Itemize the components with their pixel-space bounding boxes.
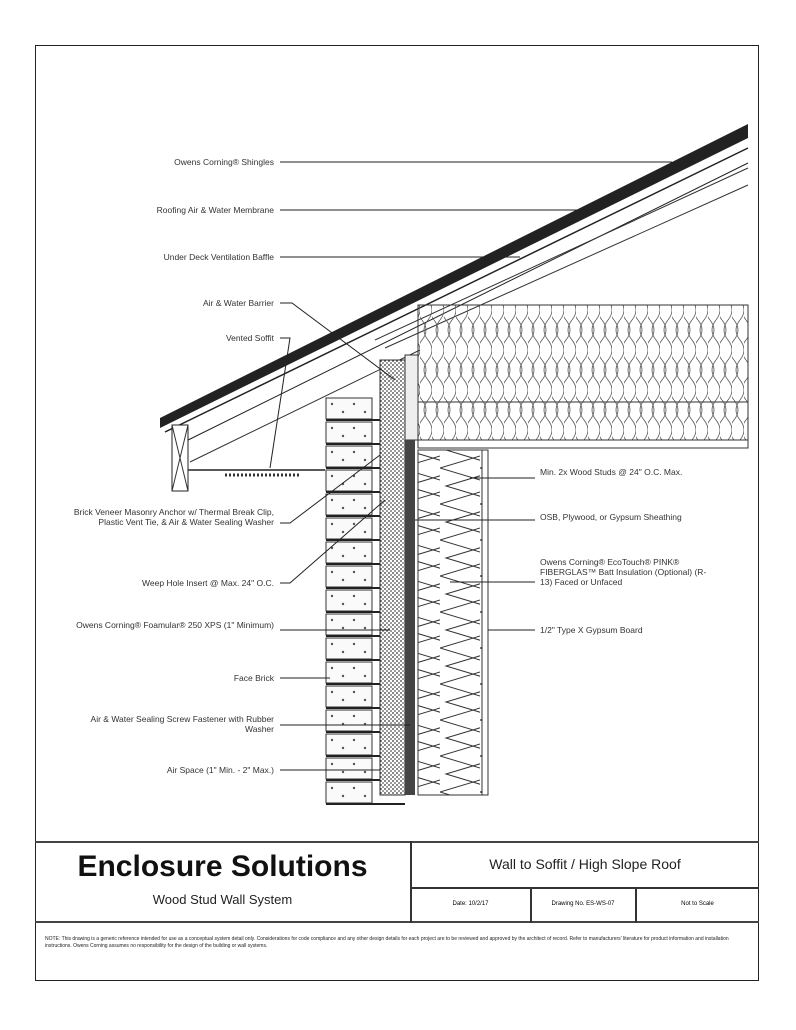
disclaimer-note: NOTE: This drawing is a generic referenc… — [45, 936, 729, 949]
title-block — [35, 841, 759, 923]
ceiling-gypsum — [417, 439, 749, 449]
brick-course — [325, 517, 373, 540]
brick-course — [325, 445, 373, 468]
xps-insulation — [379, 359, 406, 796]
brick-course — [325, 421, 373, 444]
system-name: Wood Stud Wall System — [152, 892, 293, 907]
brick-course — [325, 613, 373, 636]
company-title: Enclosure Solutions — [77, 850, 368, 883]
brick-course — [325, 637, 373, 660]
label-masonry-anchor: Brick Veneer Masonry Anchor w/ Thermal B… — [73, 507, 274, 527]
brick-course — [325, 397, 373, 420]
label-screw-fastener: Air & Water Sealing Screw Fastener with … — [90, 714, 274, 734]
sheathing — [405, 440, 415, 795]
brick-course — [325, 709, 373, 732]
brick-course — [325, 565, 373, 588]
brick-course — [325, 589, 373, 612]
date: Date: 10/2/17 — [452, 901, 489, 907]
brick-course — [325, 469, 373, 492]
drawing-number: Drawing No. ES-WS-07 — [551, 901, 615, 907]
label-air-space: Air Space (1" Min. - 2" Max.) — [166, 765, 274, 775]
label-air-water-barrier: Air & Water Barrier — [202, 298, 274, 308]
label-foamular-xps: Owens Corning® Foamular® 250 XPS (1" Min… — [76, 620, 274, 630]
leader-lines — [269, 161, 672, 771]
label-weep-hole: Weep Hole Insert @ Max. 24" O.C. — [142, 578, 274, 588]
label-wood-studs: Min. 2x Wood Studs @ 24" O.C. Max. — [540, 467, 683, 477]
fascia-board — [171, 424, 189, 492]
scale: Not to Scale — [681, 901, 714, 907]
brick-course — [325, 685, 373, 708]
face-brick — [325, 397, 405, 805]
brick-course — [325, 493, 373, 516]
gypsum-board — [481, 449, 489, 796]
attic-insulation — [417, 304, 749, 441]
label-shingles: Owens Corning® Shingles — [174, 157, 274, 167]
sheet-border — [35, 45, 759, 981]
label-face-brick: Face Brick — [233, 673, 274, 683]
label-roofing-membrane: Roofing Air & Water Membrane — [156, 205, 274, 215]
vented-soffit — [188, 469, 325, 477]
brick-course — [325, 757, 373, 780]
brick-course — [325, 781, 373, 804]
brick-course — [325, 661, 373, 684]
label-sheathing: OSB, Plywood, or Gypsum Sheathing — [540, 512, 682, 522]
batt-insulation — [417, 449, 483, 796]
label-gypsum-board: 1/2" Type X Gypsum Board — [540, 625, 643, 635]
label-vented-soffit: Vented Soffit — [225, 333, 274, 343]
label-batt-insulation: Owens Corning® EcoTouch® PINK® FIBERGLAS… — [540, 557, 707, 587]
label-ventilation-baffle: Under Deck Ventilation Baffle — [163, 252, 274, 262]
detail-title: Wall to Soffit / High Slope Roof — [489, 856, 681, 872]
brick-course — [325, 733, 373, 756]
